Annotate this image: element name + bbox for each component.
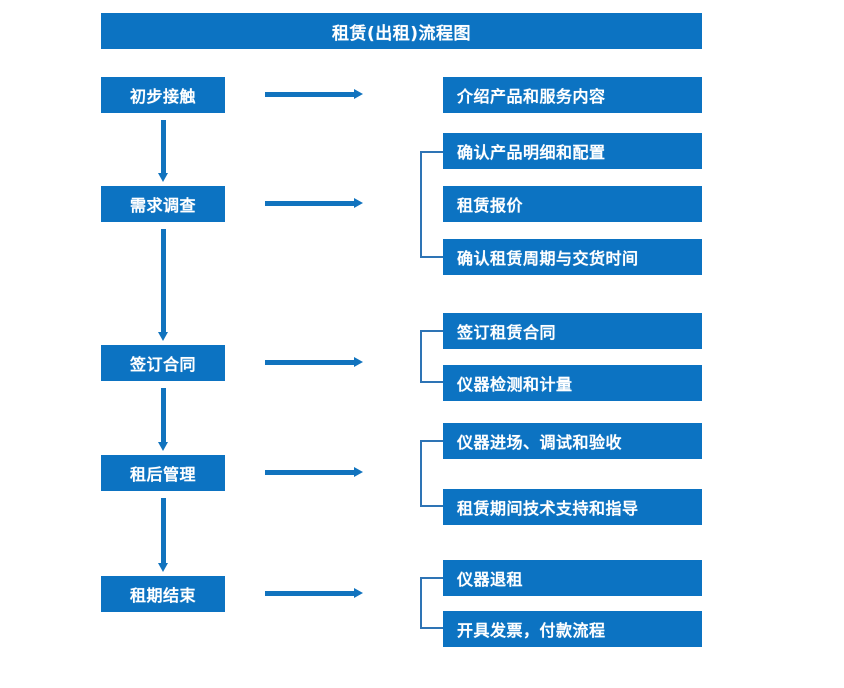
detail-box-4[interactable]: 确认租赁周期与交货时间 xyxy=(443,239,702,275)
arrow-shaft xyxy=(161,498,166,563)
group-bracket-4 xyxy=(420,577,443,629)
detail-box-1[interactable]: 介绍产品和服务内容 xyxy=(443,77,702,113)
stage-box-4[interactable]: 租后管理 xyxy=(101,455,225,491)
arrow-shaft xyxy=(161,120,166,173)
stage-box-2[interactable]: 需求调查 xyxy=(101,186,225,222)
arrow-shaft xyxy=(265,591,354,596)
arrow-head xyxy=(354,198,363,208)
flow-arrow-right-2 xyxy=(265,198,363,209)
arrow-shaft xyxy=(265,201,354,206)
stage-box-5[interactable]: 租期结束 xyxy=(101,576,225,612)
flow-arrow-right-5 xyxy=(265,588,363,599)
flow-arrow-right-1 xyxy=(265,89,363,100)
flow-arrow-down-4 xyxy=(158,498,169,572)
group-bracket-2 xyxy=(420,330,443,383)
arrow-head xyxy=(158,563,168,572)
arrow-head xyxy=(158,332,168,341)
arrow-head xyxy=(158,442,168,451)
detail-box-6[interactable]: 仪器检测和计量 xyxy=(443,365,702,401)
page-title: 租赁(出租)流程图 xyxy=(101,13,702,49)
detail-box-3[interactable]: 租赁报价 xyxy=(443,186,702,222)
arrow-head xyxy=(354,588,363,598)
flow-arrow-down-3 xyxy=(158,388,169,451)
arrow-shaft xyxy=(161,388,166,442)
arrow-head xyxy=(158,173,168,182)
group-bracket-3 xyxy=(420,440,443,507)
arrow-head xyxy=(354,357,363,367)
flow-arrow-right-4 xyxy=(265,467,363,478)
arrow-head xyxy=(354,89,363,99)
stage-box-1[interactable]: 初步接触 xyxy=(101,77,225,113)
arrow-shaft xyxy=(161,229,166,332)
flow-arrow-right-3 xyxy=(265,357,363,368)
flow-arrow-down-1 xyxy=(158,120,169,182)
arrow-head xyxy=(354,467,363,477)
detail-box-8[interactable]: 租赁期间技术支持和指导 xyxy=(443,489,702,525)
detail-box-2[interactable]: 确认产品明细和配置 xyxy=(443,133,702,169)
arrow-shaft xyxy=(265,92,354,97)
detail-box-7[interactable]: 仪器进场、调试和验收 xyxy=(443,423,702,459)
detail-box-10[interactable]: 开具发票，付款流程 xyxy=(443,611,702,647)
arrow-shaft xyxy=(265,360,354,365)
detail-box-5[interactable]: 签订租赁合同 xyxy=(443,313,702,349)
flow-arrow-down-2 xyxy=(158,229,169,341)
arrow-shaft xyxy=(265,470,354,475)
group-bracket-1 xyxy=(420,151,443,258)
detail-box-9[interactable]: 仪器退租 xyxy=(443,560,702,596)
stage-box-3[interactable]: 签订合同 xyxy=(101,345,225,381)
